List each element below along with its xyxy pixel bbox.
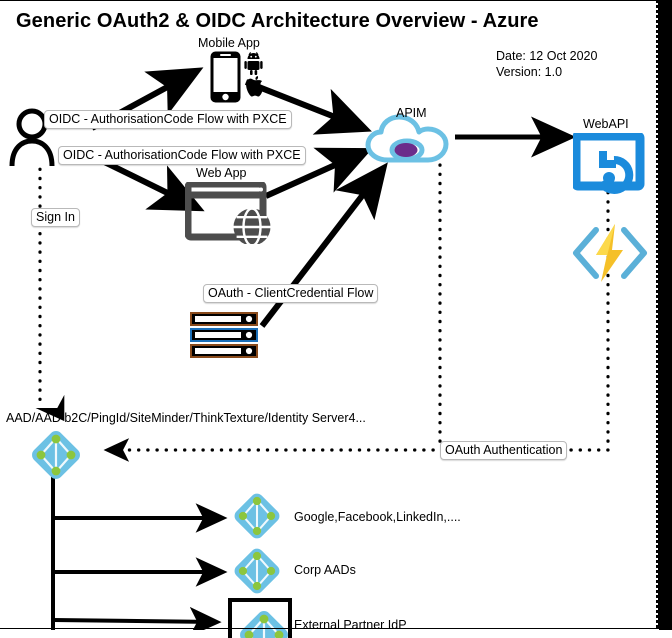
flow-label-mobile-oidc: OIDC - AuthorisationCode Flow with PXCE bbox=[44, 110, 292, 129]
flow-label-oauth-authentication: OAuth Authentication bbox=[440, 441, 568, 460]
corp-aad-label: Corp AADs bbox=[294, 563, 356, 577]
azure-function-icon bbox=[573, 224, 647, 282]
page-top-border bbox=[0, 0, 660, 1]
web-app-label: Web App bbox=[196, 166, 247, 180]
mobile-app-label: Mobile App bbox=[198, 36, 260, 50]
webapi-icon bbox=[573, 133, 645, 194]
webapi-label: WebAPI bbox=[583, 117, 629, 131]
social-idp-icon bbox=[234, 493, 280, 539]
scan-edge-artifact bbox=[656, 0, 672, 630]
flow-label-web-oidc: OIDC - AuthorisationCode Flow with PXCE bbox=[58, 146, 306, 165]
date-label: Date: 12 Oct 2020 bbox=[496, 49, 598, 63]
doc-meta: Date: 12 Oct 2020 Version: 1.0 bbox=[496, 48, 597, 80]
web-app-icon bbox=[185, 182, 271, 244]
server-icon bbox=[190, 312, 258, 358]
flow-label-client-credential: OAuth - ClientCredential Flow bbox=[203, 284, 379, 303]
apim-cloud-icon bbox=[365, 114, 449, 163]
azure-ad-icon bbox=[32, 431, 80, 479]
apim-label: APIM bbox=[396, 106, 427, 120]
version-label: Version: 1.0 bbox=[496, 65, 563, 79]
page-border bbox=[0, 0, 659, 629]
mobile-devices-icon bbox=[210, 51, 263, 103]
flow-label-sign-in: Sign In bbox=[31, 208, 80, 227]
social-idp-label: Google,Facebook,LinkedIn,.... bbox=[294, 510, 461, 524]
idp-label: AAD/AAD b2C/PingId/SiteMinder/ThinkTextu… bbox=[6, 411, 366, 425]
page-title: Generic OAuth2 & OIDC Architecture Overv… bbox=[16, 10, 539, 32]
corp-aad-icon bbox=[234, 548, 280, 594]
